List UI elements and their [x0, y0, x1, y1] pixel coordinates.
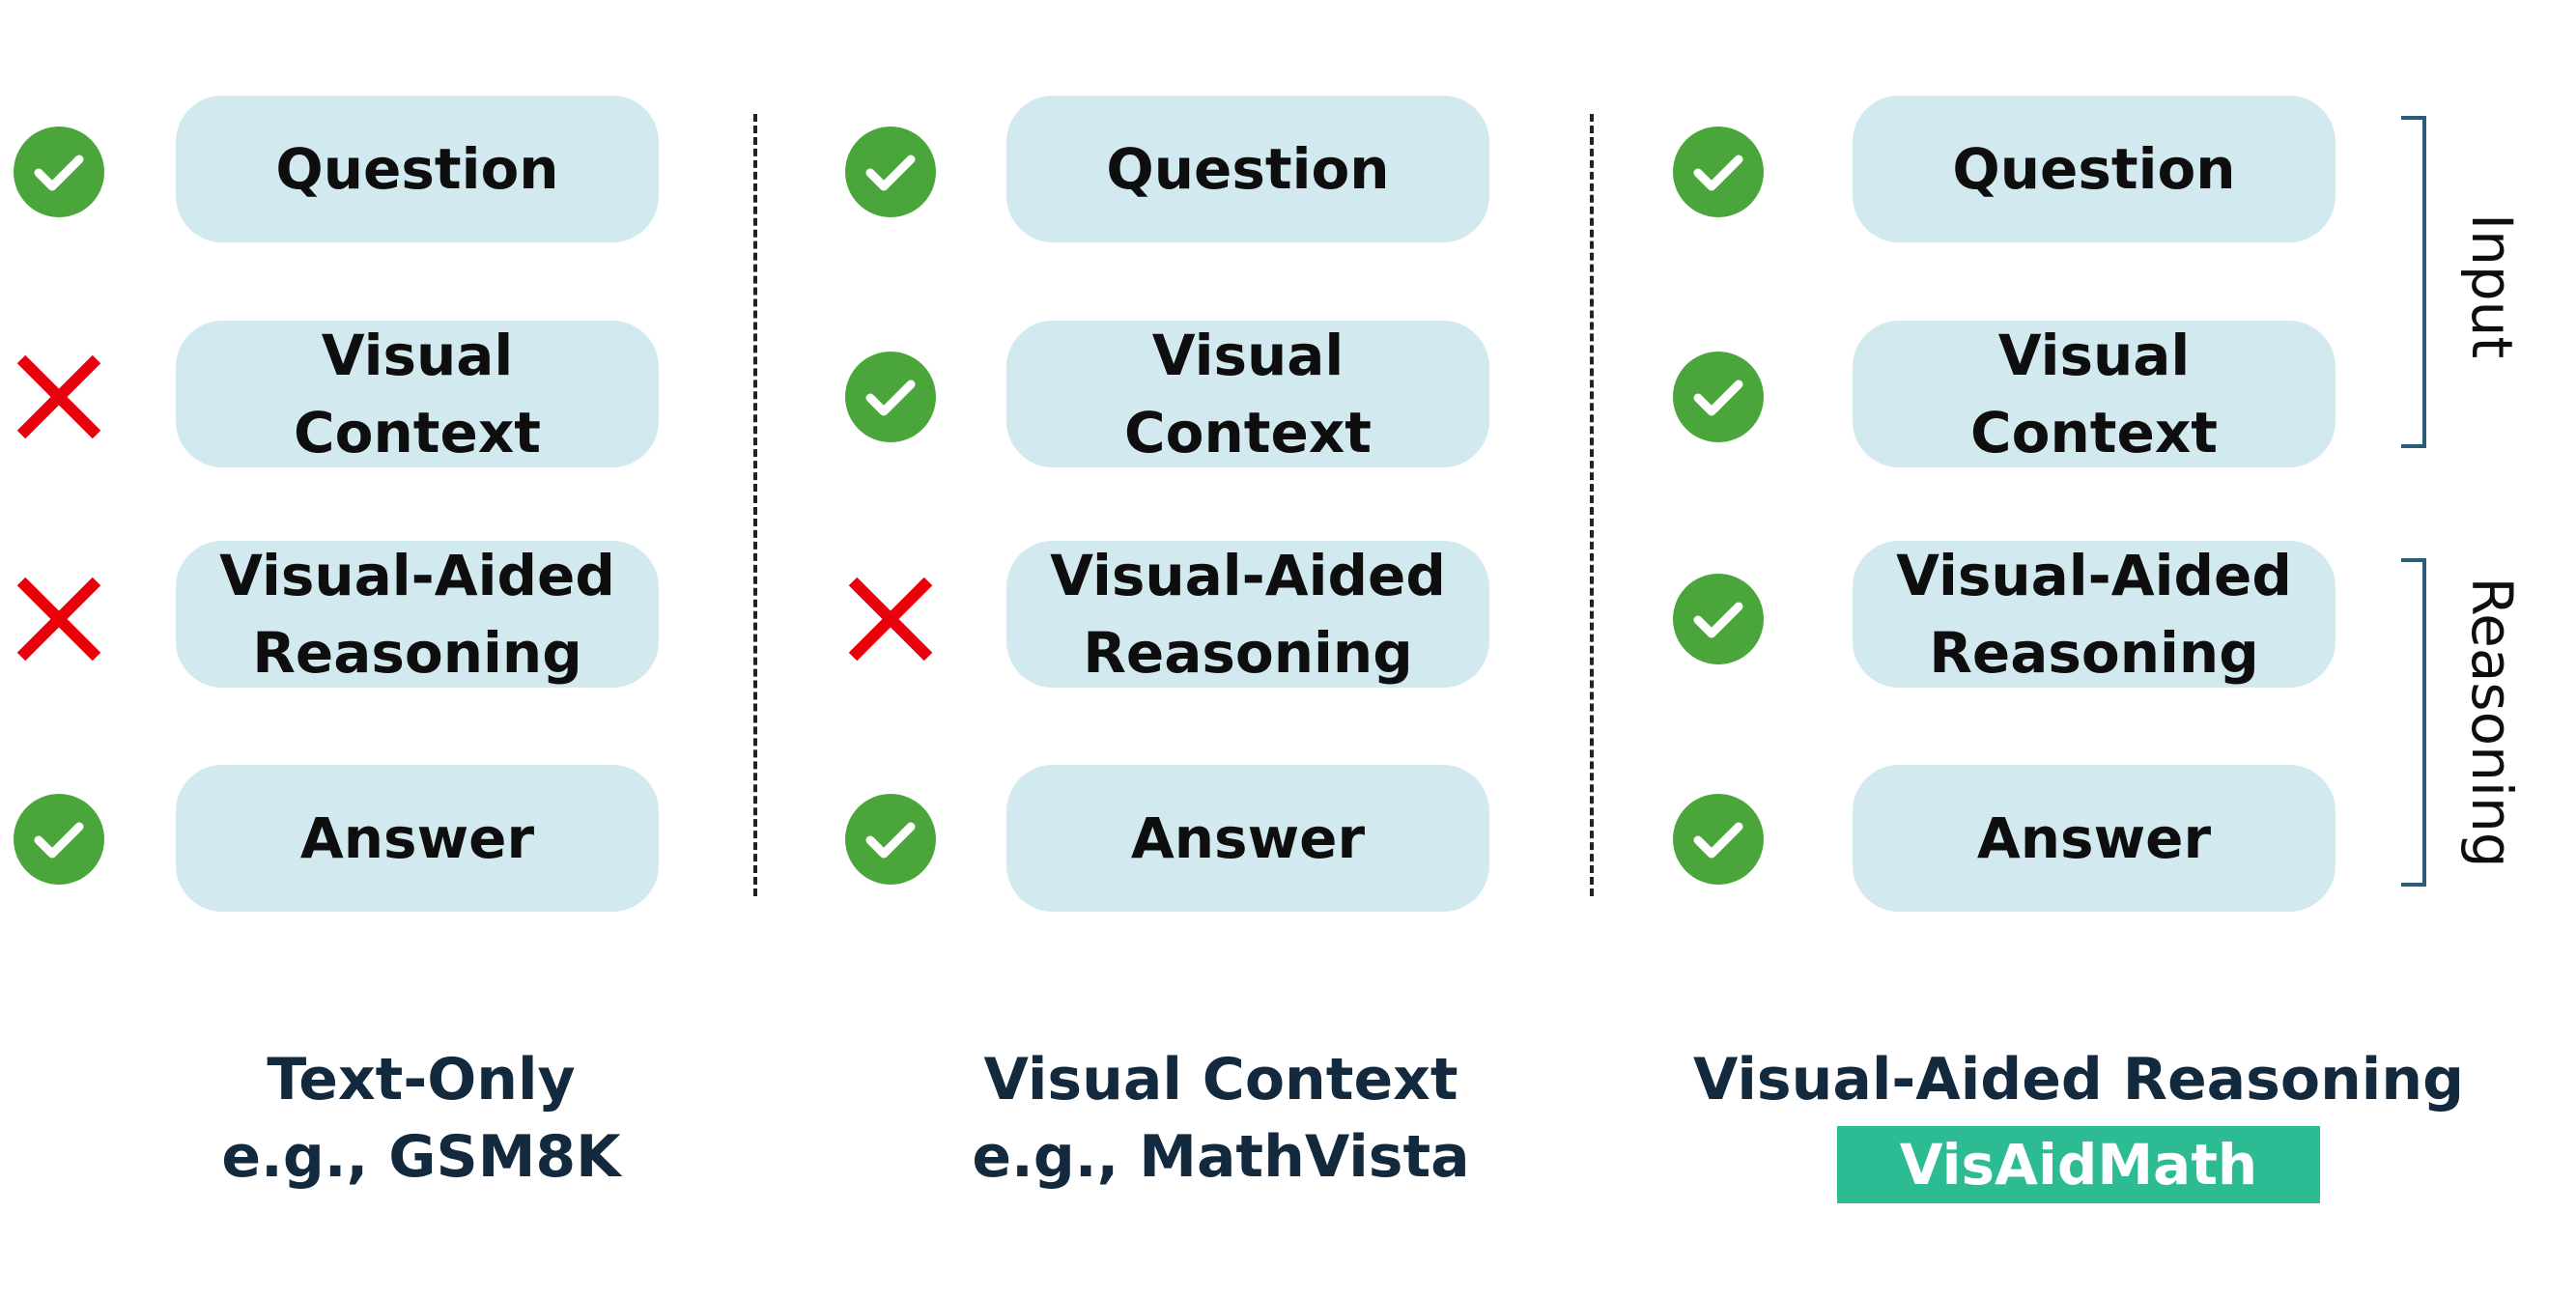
check-icon: [1673, 352, 1764, 442]
visual-aided-reasoning-box: Visual-Aided Reasoning: [1853, 541, 2335, 688]
check-icon: [1673, 574, 1764, 664]
answer-box: Answer: [176, 765, 659, 912]
column-divider: [753, 114, 757, 896]
question-box: Question: [176, 96, 659, 242]
check-icon: [1673, 127, 1764, 217]
cross-icon: [16, 577, 101, 662]
caption-example: e.g., MathVista: [972, 1123, 1470, 1191]
check-icon: [845, 352, 936, 442]
column-caption: Visual Context e.g., MathVista: [835, 1041, 1607, 1196]
caption-title: Text-Only: [267, 1046, 576, 1114]
cross-icon: [848, 577, 933, 662]
caption-title: Visual Context: [983, 1046, 1458, 1114]
check-icon: [845, 794, 936, 885]
column-caption: Text-Only e.g., GSM8K: [35, 1041, 807, 1196]
column-caption: Visual-Aided Reasoning: [1692, 1041, 2465, 1118]
visual-aided-reasoning-box: Visual-Aided Reasoning: [1006, 541, 1489, 688]
check-icon: [14, 127, 104, 217]
answer-box: Answer: [1853, 765, 2335, 912]
check-icon: [845, 127, 936, 217]
cross-icon: [16, 354, 101, 439]
column-divider: [1590, 114, 1594, 896]
check-icon: [1673, 794, 1764, 885]
caption-example: e.g., GSM8K: [221, 1123, 621, 1191]
check-icon: [14, 794, 104, 885]
input-bracket: [2401, 116, 2426, 448]
input-label: Input: [2459, 213, 2525, 359]
visual-context-box: Visual Context: [1006, 321, 1489, 467]
question-box: Question: [1853, 96, 2335, 242]
reasoning-bracket: [2401, 558, 2426, 887]
question-box: Question: [1006, 96, 1489, 242]
visual-context-box: Visual Context: [176, 321, 659, 467]
answer-box: Answer: [1006, 765, 1489, 912]
visual-aided-reasoning-box: Visual-Aided Reasoning: [176, 541, 659, 688]
reasoning-label: Reasoning: [2459, 577, 2525, 868]
visual-context-box: Visual Context: [1853, 321, 2335, 467]
visaidmath-tag: VisAidMath: [1837, 1126, 2320, 1203]
caption-title: Visual-Aided Reasoning: [1692, 1046, 2465, 1114]
